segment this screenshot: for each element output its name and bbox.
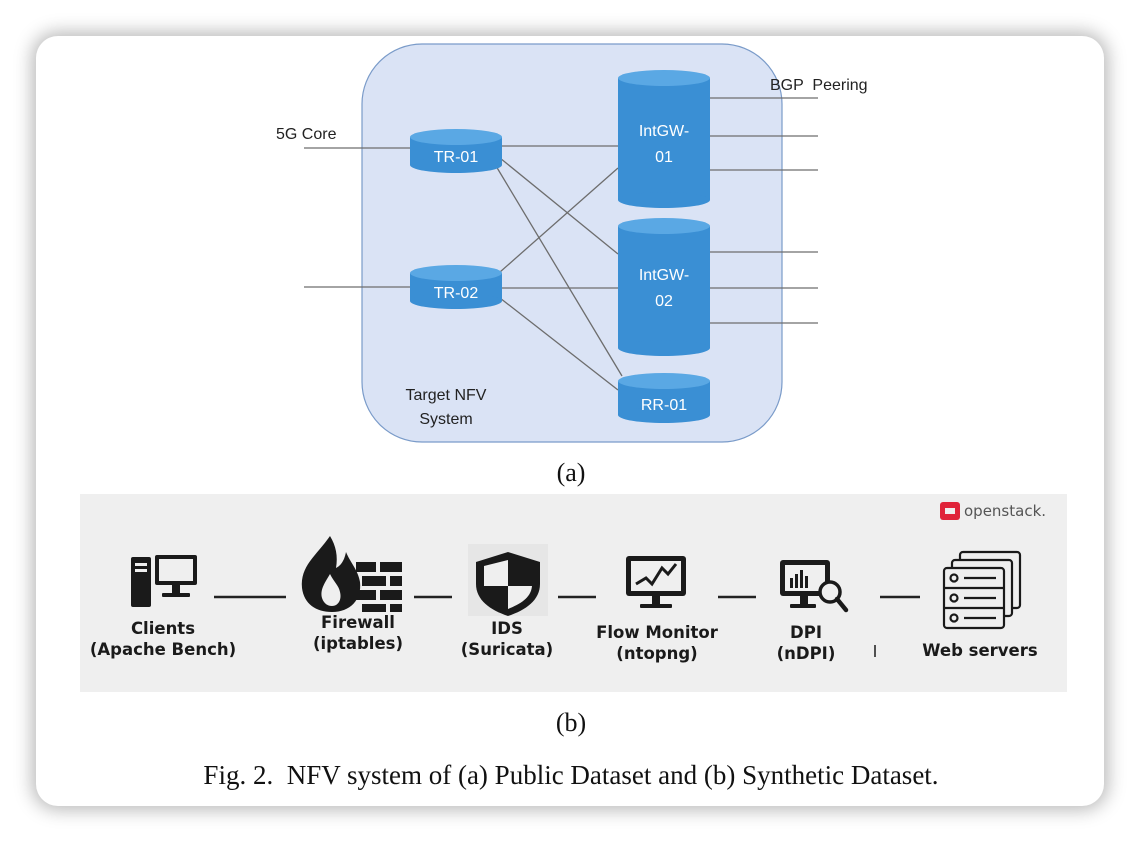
node-intgw02-label-1: IntGW- bbox=[639, 267, 689, 284]
node-tr01-label: TR-01 bbox=[434, 149, 479, 166]
component-web-servers-name: Web servers bbox=[922, 641, 1038, 660]
shield-icon bbox=[468, 544, 548, 616]
component-firewall-detail: (iptables) bbox=[312, 634, 404, 653]
monitor-chart-icon bbox=[626, 556, 686, 608]
node-tr02: TR-02 bbox=[410, 265, 502, 309]
node-intgw01-label-2: 01 bbox=[655, 149, 673, 166]
openstack-logo: openstack. bbox=[940, 502, 1046, 520]
node-intgw01-label-1: IntGW- bbox=[639, 123, 689, 140]
node-intgw02: IntGW- 02 bbox=[618, 218, 710, 356]
label-system-1: Target NFV bbox=[406, 387, 487, 404]
node-intgw01: IntGW- 01 bbox=[618, 70, 710, 208]
node-tr01: TR-01 bbox=[410, 129, 502, 173]
component-dpi: DPI (nDPI) bbox=[760, 622, 852, 664]
component-dpi-detail: (nDPI) bbox=[776, 644, 836, 663]
component-clients-detail: (Apache Bench) bbox=[89, 640, 237, 659]
magnifier-monitor-icon bbox=[780, 560, 849, 613]
component-firewall: Firewall (iptables) bbox=[288, 612, 428, 654]
component-ids-detail: (Suricata) bbox=[460, 640, 554, 659]
link-tr01-intgw02 bbox=[499, 157, 619, 255]
sublabel-a: (a) bbox=[556, 458, 586, 487]
component-ids: IDS (Suricata) bbox=[448, 618, 566, 660]
component-flow-monitor-detail: (ntopng) bbox=[616, 644, 698, 663]
component-web-servers: Web servers bbox=[906, 640, 1054, 661]
link-tr02-rr01 bbox=[499, 297, 619, 391]
node-tr02-label: TR-02 bbox=[434, 285, 479, 302]
component-dpi-name: DPI bbox=[790, 623, 822, 642]
component-firewall-name: Firewall bbox=[321, 613, 395, 632]
server-rack-icon bbox=[942, 550, 1022, 630]
node-rr01: RR-01 bbox=[618, 373, 710, 423]
openstack-icon bbox=[940, 502, 960, 520]
nfv-network-diagram: TR-01 TR-02 IntGW- 01 IntGW- 02 RR-01 5G… bbox=[276, 43, 868, 443]
node-rr01-label: RR-01 bbox=[641, 397, 687, 414]
sublabel-b: (b) bbox=[555, 708, 587, 737]
component-clients-name: Clients bbox=[130, 619, 196, 638]
figure-caption: Fig. 2. NFV system of (a) Public Dataset… bbox=[203, 760, 939, 790]
firewall-icon bbox=[301, 536, 402, 612]
computer-icon bbox=[131, 555, 197, 607]
link-tr02-intgw01 bbox=[499, 167, 619, 273]
label-system-2: System bbox=[419, 411, 472, 428]
label-bgp-peering: BGP Peering bbox=[770, 77, 868, 94]
component-ids-name: IDS bbox=[491, 619, 523, 638]
component-flow-monitor-name: Flow Monitor bbox=[596, 623, 718, 642]
component-clients: Clients (Apache Bench) bbox=[84, 618, 242, 660]
pipeline-icons bbox=[131, 536, 1022, 657]
component-flow-monitor: Flow Monitor (ntopng) bbox=[582, 622, 732, 664]
openstack-brand: openstack. bbox=[964, 502, 1047, 520]
node-intgw02-label-2: 02 bbox=[655, 293, 673, 310]
link-tr01-rr01 bbox=[495, 165, 623, 377]
synthetic-pipeline-panel bbox=[80, 494, 1067, 692]
label-5g-core: 5G Core bbox=[276, 126, 337, 143]
